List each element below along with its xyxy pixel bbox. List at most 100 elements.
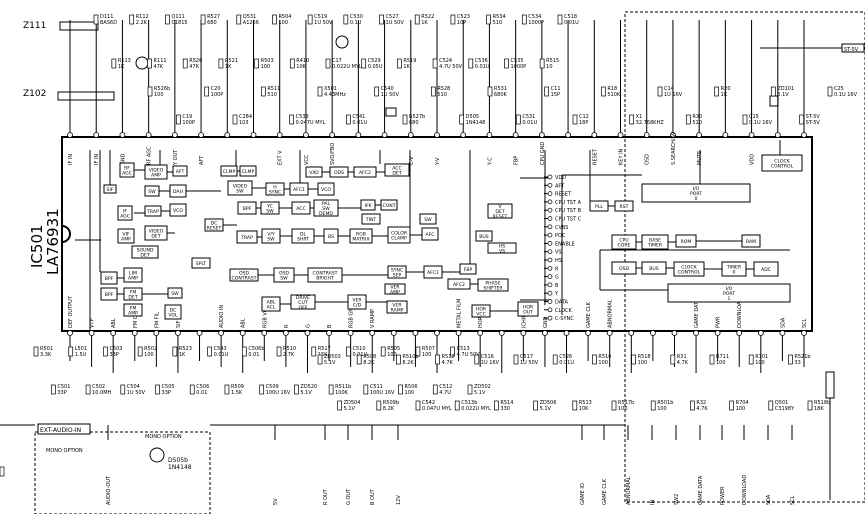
component-body	[236, 14, 242, 25]
block-label: DET	[392, 170, 401, 176]
block-bpf2: BPF	[100, 271, 118, 285]
block-label: SPLT	[196, 261, 207, 267]
bottom-signal-label: 5V	[273, 498, 279, 505]
top-comp-ref: R519	[403, 58, 416, 64]
top-comp-value: 680	[207, 20, 217, 26]
top-comp-ref: R531	[494, 86, 507, 92]
component-body	[111, 58, 117, 69]
block-box	[641, 261, 667, 275]
top-comp-ref: C527	[386, 14, 399, 20]
component-body	[207, 346, 212, 357]
bottom-pin	[261, 330, 268, 336]
block-box	[673, 261, 705, 277]
block-label: CONTRAST	[313, 270, 338, 276]
bottom-comp-value: 100	[422, 352, 432, 358]
top-comp-ref: C529	[368, 58, 381, 64]
block-label: TRAP	[146, 209, 159, 215]
block-label: TINT	[365, 217, 377, 223]
signal-label: VDD	[555, 175, 566, 181]
block-label: OUT	[523, 309, 533, 315]
block-label: 1	[728, 296, 731, 302]
bottom-pin	[347, 330, 354, 336]
bottom-comp-value: 5.1V	[540, 406, 552, 412]
top-pin-label: C-V	[409, 156, 415, 165]
bottom-pin	[304, 330, 311, 336]
component-body	[657, 86, 663, 97]
bottom-comp-ref: C526	[559, 354, 572, 360]
bottom-pin-label: METAL FILM	[457, 299, 463, 328]
bottom-comp-value: 0.01U	[214, 352, 229, 358]
block-vy-sw: V/YSW	[261, 228, 281, 244]
block-label: COLOR	[391, 230, 408, 236]
block-box	[353, 166, 377, 178]
bottom-comp-ref: C502	[92, 384, 105, 390]
block-label: OSD	[279, 270, 290, 276]
block-label: V/Y	[267, 231, 275, 237]
block-label: SHRT	[297, 236, 309, 242]
block-box	[227, 180, 253, 196]
top-comp-value: 4.43MHz	[324, 92, 346, 98]
signal-label: ENABLE	[555, 241, 575, 247]
bottom-pin	[88, 330, 95, 336]
bottom-signal-label: R OUT	[323, 488, 329, 505]
bottom-comp-value: 5.1V	[324, 360, 336, 366]
block-box	[471, 304, 491, 318]
top-comp-ref: C14	[664, 86, 674, 92]
block-box	[487, 203, 513, 219]
ic-part-label: LA76931	[44, 208, 62, 275]
top-comp-ref: R410	[296, 58, 309, 64]
bottom-comp-value: 4.7K	[677, 360, 689, 366]
top-comp-ref: C519	[314, 14, 327, 20]
top-comp-value: 15P	[551, 92, 560, 98]
block-box	[384, 163, 410, 177]
signal-node	[547, 315, 553, 321]
bottom-comp-value: 100	[598, 360, 608, 366]
component-body	[807, 400, 813, 411]
block-rst: RST	[614, 200, 634, 212]
block-box	[721, 261, 747, 277]
bottom-comp-ref: R704	[736, 400, 749, 406]
top-pin	[145, 132, 152, 138]
top-pin	[774, 132, 781, 138]
block-box	[641, 183, 751, 203]
external-components: D111BAS6DR1131KR1122.2KR11147KQ111C1815R…	[0, 0, 858, 477]
block-box	[361, 213, 381, 225]
block-box	[307, 267, 343, 283]
top-pin-label: SVO/FBO	[330, 143, 336, 165]
bottom-pin-label: VTP	[90, 319, 96, 329]
bottom-comp-ref: R501	[40, 346, 53, 352]
bottom-comp-value: 5.1V	[344, 406, 356, 412]
bottom-pin-label: ABNORMAL	[608, 299, 614, 328]
bottom-pin	[671, 330, 678, 336]
bottom-pin-label: SCL	[802, 318, 808, 328]
block-label: ROM	[681, 239, 692, 245]
block-label: AGC	[122, 170, 132, 176]
block-afc3: AFC	[421, 227, 439, 241]
block-label: VCC	[476, 311, 486, 317]
top-pin	[486, 132, 493, 138]
mono-option-border	[34, 431, 211, 514]
block-afc1: AFC1	[289, 182, 309, 196]
top-pin	[643, 132, 650, 138]
top-pin	[617, 132, 624, 138]
block-label: PORT	[723, 291, 735, 297]
top-pin-label: CPU GND	[540, 142, 546, 165]
